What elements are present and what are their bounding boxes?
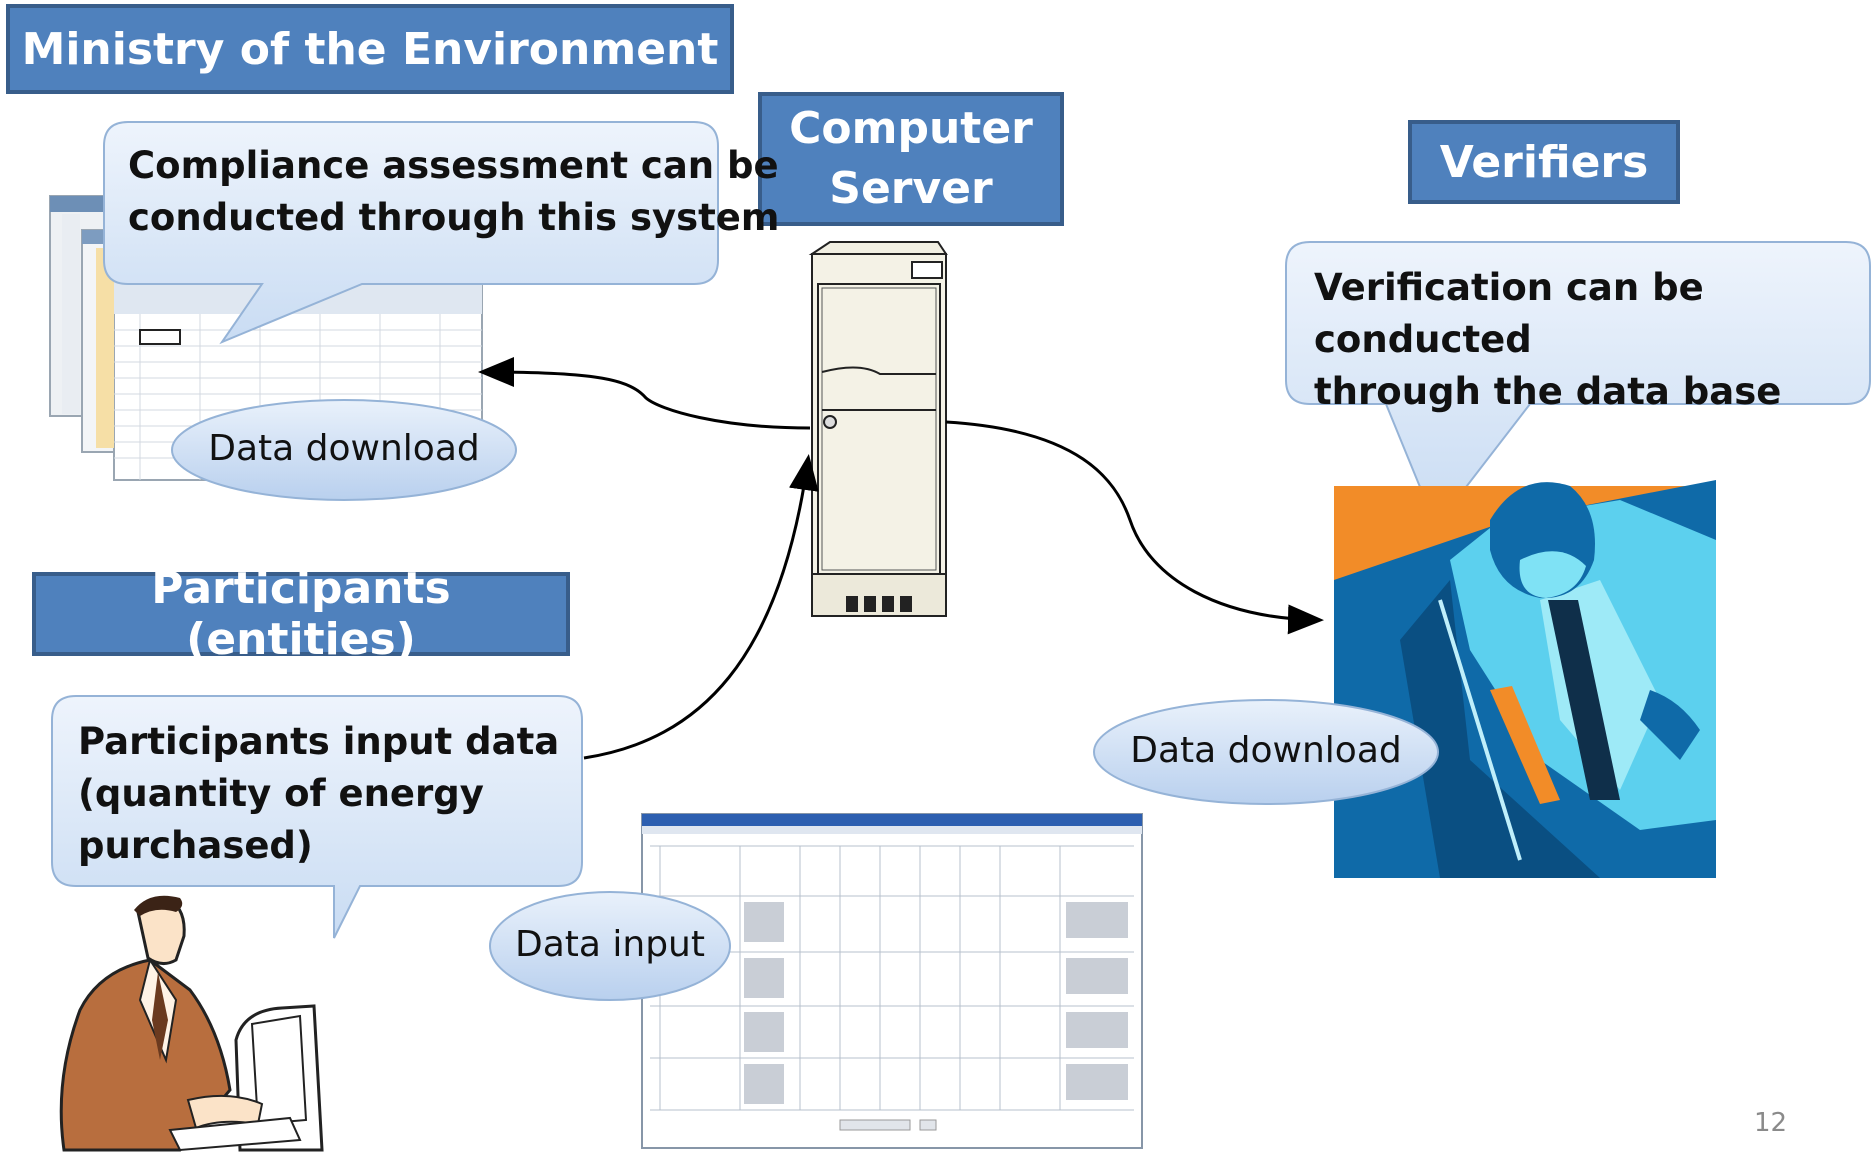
participants-title: Participants (entities) [32,563,570,665]
arrow-server-to-verifiers [945,420,1324,635]
participant-input-oval [489,891,731,1001]
ministry-callout-text: Compliance assessment can be conducted t… [128,140,779,244]
participants-callout-text: Participants input data (quantity of ene… [78,716,559,872]
participants-callout-line2: (quantity of energy [78,772,484,815]
ministry-callout-line1: Compliance assessment can be [128,144,779,187]
businessman-icon [59,895,324,1152]
verifiers-callout [1285,241,1871,528]
ministry-title-text: Ministry of the Environment [21,23,719,75]
server-title-line1: Computer [789,103,1033,154]
server-title: Computer Server [758,92,1064,226]
page-number: 12 [1754,1108,1788,1138]
server-icon [808,241,948,617]
server-title-line2: Server [829,163,993,214]
participants-callout [51,695,583,939]
ministry-download-label: Data download [208,428,480,469]
ministry-download-oval [171,399,517,501]
verifier-download-oval [1093,699,1439,805]
webform-icon [641,813,1143,1149]
ministry-callout-line2: conducted through this system [128,196,780,239]
verifier-download-label: Data download [1130,730,1402,771]
verifiers-title-text: Verifiers [1439,136,1649,188]
participants-callout-line1: Participants input data [78,720,560,763]
arrow-server-to-ministry [478,357,811,430]
verifiers-callout-line2: through the data base [1314,370,1782,413]
participant-input-label: Data input [514,924,705,965]
ministry-title: Ministry of the Environment [6,4,734,94]
participants-callout-line3: purchased) [78,824,313,867]
thinking-man-icon [1334,480,1716,878]
participants-title-text: Participants (entities) [151,563,451,665]
arrow-participants-to-server [583,454,819,760]
verifiers-title: Verifiers [1408,120,1680,204]
ministry-callout [103,121,719,345]
verifiers-callout-line1: Verification can be conducted [1314,266,1704,361]
verifiers-callout-text: Verification can be conducted through th… [1314,262,1874,418]
